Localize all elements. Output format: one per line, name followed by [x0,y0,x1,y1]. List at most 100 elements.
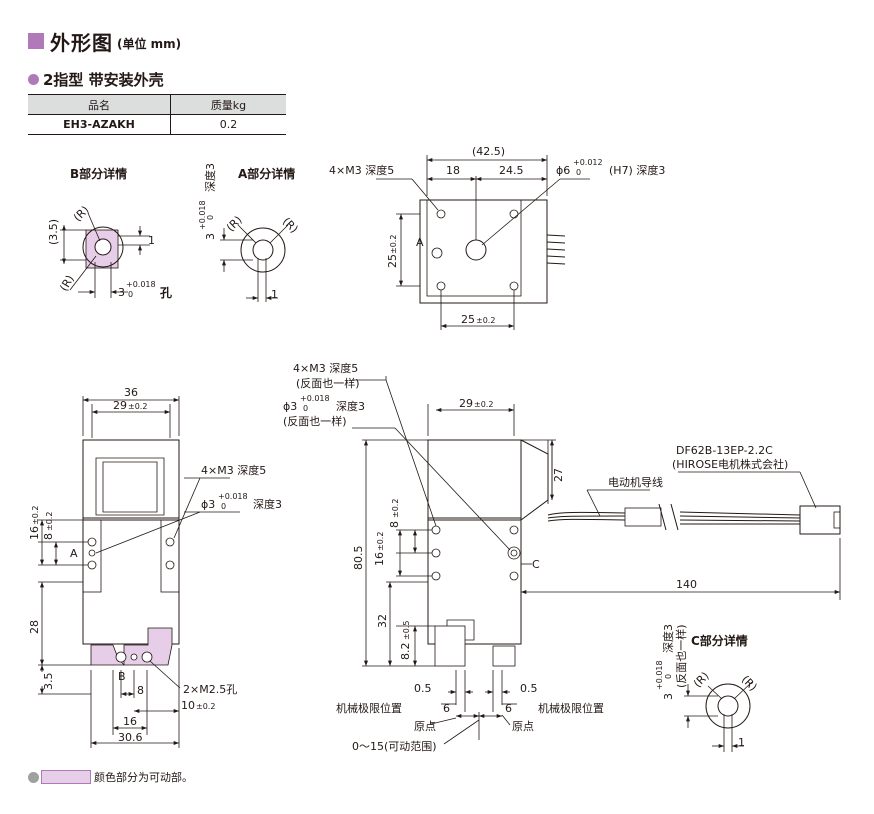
title-unit: (单位 mm) [117,36,182,51]
cable-wires [679,511,801,525]
dim-text: 深度3 [661,624,675,653]
screw-hole [509,281,519,291]
tol-text: ±0.2 [196,702,215,711]
dim-text: 29 [113,399,127,412]
tol-text: ±0.5 [402,621,411,640]
dim-text: 16 [123,715,137,728]
front-window-inner [102,461,158,513]
dim-text: 32 [376,614,389,628]
detail-a-ring [240,227,286,273]
mech-limit-label: 机械极限位置 [538,701,604,715]
label-c: C [532,558,540,571]
motor-cable [547,511,626,522]
dim-text: 36 [124,386,138,399]
detail-a: A部分详情 3 +0.018 0 深度3 (R) (R) 1 [198,163,301,302]
phi-note: (反面也一样) [283,414,347,428]
detail-c-ring [705,683,751,729]
tol-text: ±0.2 [391,499,400,518]
origin-label: 原点 [414,720,436,733]
phi3-hole [507,546,521,560]
dim-text: 0.5 [414,682,432,695]
dim-text: 6 [505,702,512,715]
jaw-left-tab [446,619,475,641]
tol-text: 0 [221,502,226,511]
subtitle: 2指型 带安装外壳 [28,69,164,90]
detail-c-hole [717,695,739,717]
side-body [427,517,522,645]
connector-maker: (HIROSE电机株式会社) [672,457,788,471]
tol-text: 0 [576,168,581,177]
dim-text: 0.5 [520,682,538,695]
phi6-hole [465,239,487,261]
side-hole [431,247,443,259]
screw-label: 4×M3 深度5 [329,163,394,177]
front-view: 36 29 ±0.2 4×M3 深度5 ϕ3 +0.018 0 深度3 16 ±… [28,386,282,748]
cable-label: 电动机导线 [608,475,663,489]
dim-text: (3.5) [47,219,60,245]
mech-limit-label: 机械极限位置 [336,701,402,715]
dim-text: 10 [181,699,195,712]
tol-text: +0.018 [218,492,248,501]
phi-label: (H7) 深度3 [609,163,665,177]
screw-label: 2×M2.5孔 [183,683,237,696]
dim-text: 8 [388,521,401,528]
cable-sleeve [624,507,662,527]
front-top-block [82,439,180,521]
title-text: 外形图 [50,30,113,55]
detail-a-hole [252,239,274,261]
dim-text: 25 [461,313,475,326]
side-cover [520,439,549,521]
cable-break [658,503,679,531]
top-view: (42.5) 18 24.5 4×M3 深度5 ϕ6 +0.012 0 (H7)… [329,145,665,330]
dim-text: 6 [443,702,450,715]
front-body [82,517,180,645]
dim-text: 深度3 [203,163,217,192]
tol-text: ±0.2 [474,400,493,409]
detail-c-title: C部分详情 [691,633,748,648]
label-r: (R) [691,669,712,690]
origin-label: 原点 [512,720,534,733]
subtitle-text: 2指型 带安装外壳 [43,71,164,89]
screw-note: (反面也一样) [296,376,360,390]
dim-text: (42.5) [472,145,505,158]
top-body [419,199,548,304]
label-r: (R) [280,215,301,236]
phi-label: ϕ3 [283,400,297,413]
tol-text: +0.018 [655,660,664,690]
phi-label: ϕ3 [201,498,215,511]
tol-text: 0 [206,215,215,220]
screw-label: 4×M3 深度5 [201,463,266,477]
cable-stub [546,234,566,265]
side-view: 4×M3 深度5 (反面也一样) ϕ3 +0.018 0 深度3 (反面也一样)… [283,361,841,753]
screw-hole [431,548,441,558]
top-inner [426,199,522,297]
screw-hole [509,209,519,219]
tol-text: ±0.2 [476,316,495,325]
label-a: A [416,236,424,249]
phi3-hole-inner [510,549,518,557]
movable-color-swatch [41,770,91,784]
section-title: 外形图 (单位 mm) [28,30,182,55]
tol-text: +0.018 [126,280,156,289]
connector-pin [833,511,841,529]
dim-text: 16 [28,526,41,540]
dim-text: 8 [42,533,55,540]
dim-text: 30.6 [118,731,143,744]
tol-text: 0 [303,404,308,413]
table-header: 质量kg [170,94,286,115]
dim-text: 1 [738,736,745,749]
dim-text: 140 [676,578,697,591]
tol-text: ±0.2 [31,506,40,525]
gray-bullet-icon [28,771,39,783]
screw-hole [165,560,175,570]
detail-c: C部分详情 3 +0.018 0 深度3 (反面也一样) (R) (R) 1 [655,624,760,752]
dim-text: 3 [204,233,217,240]
phi-label: 深度3 [253,497,282,511]
dim-text: 8.2 [399,643,412,661]
tol-text: 0 [664,674,673,679]
bullet-dot-icon [28,74,39,85]
dim-text: 3 [118,286,125,299]
legend-note: 颜色部分为可动部。 [28,769,193,785]
tol-text: ±0.2 [389,235,398,254]
